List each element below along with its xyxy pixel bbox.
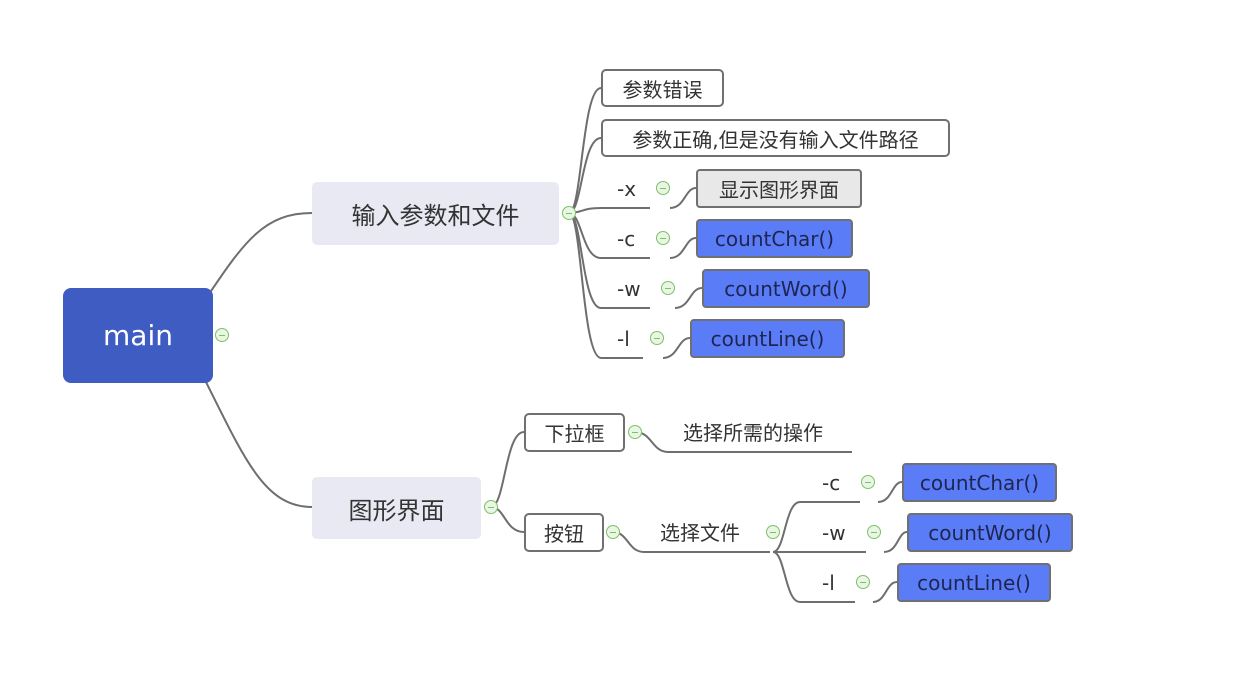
collapse-icon[interactable] [562,206,576,220]
node-count-char[interactable]: countChar() [696,219,853,258]
gui-flag-c-label: -c [822,471,841,495]
node-param-error-label: 参数错误 [622,77,703,102]
gui-node-count-word-label: countWord() [928,520,1052,545]
node-count-word[interactable]: countWord() [702,269,870,308]
collapse-icon[interactable] [484,500,498,514]
collapse-icon[interactable] [856,575,870,589]
node-count-line-label: countLine() [710,326,825,351]
node-button-label: 按钮 [544,522,584,546]
flag-w-label: -w [617,277,641,301]
node-count-line[interactable]: countLine() [690,319,845,358]
node-no-file-path-label: 参数正确,但是没有输入文件路径 [632,127,919,152]
collapse-icon[interactable] [656,231,670,245]
root-node-main[interactable]: main [63,288,213,383]
collapse-icon[interactable] [661,281,675,295]
node-dropdown-label: 下拉框 [544,422,605,446]
flag-x-label: -x [617,177,637,201]
topic-input-params-label: 输入参数和文件 [351,202,520,230]
collapse-icon[interactable] [867,525,881,539]
gui-node-count-word[interactable]: countWord() [907,513,1073,552]
topic-gui[interactable]: 图形界面 [312,477,481,539]
collapse-icon[interactable] [766,525,780,539]
topic-gui-label: 图形界面 [348,496,445,525]
root-label: main [103,319,173,352]
topic-input-params[interactable]: 输入参数和文件 [312,182,559,245]
node-dropdown[interactable]: 下拉框 [524,413,625,452]
node-button[interactable]: 按钮 [524,513,604,552]
node-param-error[interactable]: 参数错误 [601,69,724,107]
collapse-icon[interactable] [606,525,620,539]
gui-node-count-char-label: countChar() [919,470,1040,495]
node-show-gui-label: 显示图形界面 [719,178,839,202]
node-show-gui[interactable]: 显示图形界面 [696,169,862,208]
gui-flag-w-label: -w [822,521,846,545]
collapse-icon[interactable] [215,328,229,342]
collapse-icon[interactable] [628,425,642,439]
collapse-icon[interactable] [650,331,664,345]
flag-c-label: -c [617,227,636,251]
collapse-icon[interactable] [861,475,875,489]
gui-node-count-line[interactable]: countLine() [897,563,1051,602]
collapse-icon[interactable] [656,181,670,195]
gui-node-count-line-label: countLine() [917,570,1031,595]
flag-l-label: -l [617,327,630,351]
choose-file-label: 选择文件 [660,521,740,545]
node-count-char-label: countChar() [714,226,835,251]
node-count-word-label: countWord() [724,276,848,301]
dropdown-desc-label: 选择所需的操作 [683,421,823,445]
gui-flag-l-label: -l [822,571,835,595]
gui-node-count-char[interactable]: countChar() [902,463,1057,502]
node-no-file-path[interactable]: 参数正确,但是没有输入文件路径 [601,119,950,157]
